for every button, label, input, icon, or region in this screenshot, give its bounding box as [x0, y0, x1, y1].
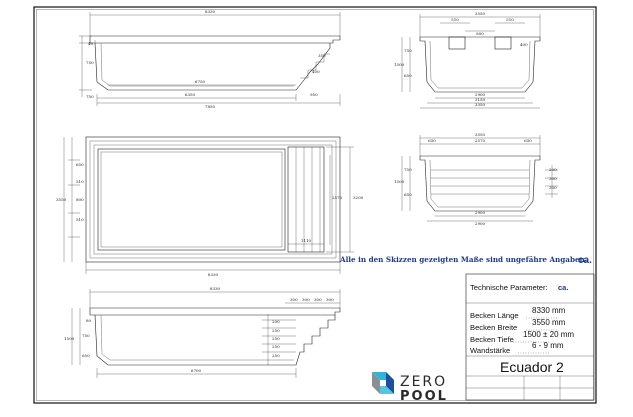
dim-step-h: 400	[312, 69, 320, 74]
side-view-bottom: 8330 300 300 300 300 200 250 250 250 250…	[64, 286, 341, 378]
dim-end2-r2: 300	[549, 176, 557, 181]
dim-end2-b2: 2900	[475, 221, 486, 226]
param-value-wall: 6 - 9 mm	[532, 341, 564, 350]
model-name: Ecuador 2	[500, 359, 564, 375]
dim-end2-h-total: 1500	[394, 179, 405, 184]
dim-plan-w-total: 8330	[208, 272, 219, 277]
sheet-frame	[33, 6, 597, 404]
dim-end2-h-top: 750	[404, 167, 412, 172]
dim-side2-h-low: 650	[82, 353, 90, 358]
dim-plan-left-b: 510	[76, 179, 84, 184]
dim-plan-h-total: 3550	[56, 197, 67, 202]
dim-plan-step-outer: 3200	[353, 195, 364, 200]
dim-end-b3: 3350	[475, 102, 486, 107]
param-label-wall: Wandstärke	[470, 346, 510, 355]
dim-side2-step-h-4: 250	[272, 353, 280, 358]
param-value-length: 8330 mm	[532, 306, 566, 315]
dim-side2-bottom: 6700	[191, 368, 202, 373]
param-value-depth: 1500 ± 20 mm	[523, 330, 574, 339]
dim-bottom-inner: 6750	[195, 79, 206, 84]
dim-end-b2: 3150	[475, 97, 486, 102]
dim-side2-step-h-1: 250	[272, 328, 280, 333]
dim-plan-left-c: 800	[76, 197, 84, 202]
param-label-width: Becken Breite	[470, 323, 517, 332]
dim-side2-step-h-3: 250	[272, 344, 280, 349]
title-block: Technische Parameter: ca. Becken Länge 8…	[465, 273, 595, 401]
dim-h-left: 40	[88, 41, 94, 46]
dim-plan-left-a: 650	[76, 162, 84, 167]
dim-end2-overall: 3550	[475, 132, 486, 137]
dim-side2-step-h-0: 200	[272, 319, 280, 324]
dim-end-seg-left: 510	[451, 17, 459, 22]
dim-end-right-h: 400	[520, 42, 528, 47]
dim-end2-mid: 2570	[475, 138, 486, 143]
dim-foot-mid: 6350	[185, 92, 196, 97]
sheet-frame-inner	[36, 9, 594, 401]
dim-end-h-low: 650	[404, 73, 412, 78]
zeropool-logo: ZERO POOL	[372, 372, 448, 404]
side-view-top: 8330 40 750 750 6750 350 400 6350 950 78…	[79, 9, 341, 109]
dim-overall: 8330	[205, 9, 216, 14]
dim-step-w: 350	[318, 53, 326, 58]
dim-end-b1: 2900	[475, 92, 486, 97]
dim-foot-total: 7850	[205, 104, 216, 109]
dim-end-seg-right: 510	[506, 17, 514, 22]
dim-side2-h-total: 1500	[64, 336, 75, 341]
dim-end2-h-low: 650	[404, 192, 412, 197]
dim-side2-step-top-1: 300	[302, 297, 310, 302]
dim-side2-step-top-2: 300	[314, 297, 322, 302]
logo-line1: ZERO	[400, 374, 447, 390]
dim-plan-step-len: 1110	[301, 238, 312, 243]
dim-end-overall: 3550	[475, 11, 486, 16]
dim-foot-right: 950	[310, 92, 318, 97]
dim-side2-overall: 8330	[210, 286, 221, 291]
plan-view: 3550 650 510 800 510 2570 3200 1110 8330	[56, 136, 364, 277]
dim-side2-step-top-3: 300	[326, 297, 334, 302]
dim-h-side: 750	[86, 60, 94, 65]
dim-end2-right: 650	[524, 138, 532, 143]
title-block-heading: Technische Parameter:	[470, 283, 548, 292]
dim-end2-b1: 2900	[475, 210, 486, 215]
dim-plan-step-inner: 2570	[332, 195, 343, 200]
dim-end2-r3: 300	[549, 185, 557, 190]
title-block-heading-ca: ca.	[558, 283, 568, 292]
dim-end-h-total: 1500	[394, 62, 405, 67]
dim-foot-left: 750	[86, 94, 94, 99]
dim-end2-r1: 200	[549, 167, 557, 172]
dim-end2-left: 650	[428, 138, 436, 143]
dim-end-h-top: 750	[404, 48, 412, 53]
end-view-top: 3550 510 510 800 400 750 1500 650 2900 3…	[394, 11, 541, 109]
param-value-width: 3550 mm	[532, 318, 566, 327]
dim-side2-left-small: 80	[86, 318, 92, 323]
end-view-middle: 3550 650 2570 650 200 300 300 750 1500 6…	[394, 132, 558, 226]
approx-note-ca: ca.	[578, 255, 592, 266]
param-label-length: Becken Länge	[470, 311, 519, 320]
logo-mark-icon	[372, 372, 394, 394]
logo-line2: POOL	[400, 389, 448, 404]
dim-end-seg-mid: 800	[476, 31, 484, 36]
param-label-depth: Becken Tiefe	[470, 335, 514, 344]
dim-side2-step-h-2: 250	[272, 336, 280, 341]
approx-note: Alle in den Skizzen gezeigten Maße sind …	[339, 255, 587, 264]
dim-side2-step-top-0: 300	[290, 297, 298, 302]
dim-side2-h-top: 750	[82, 333, 90, 338]
dim-plan-left-d: 510	[76, 217, 84, 222]
